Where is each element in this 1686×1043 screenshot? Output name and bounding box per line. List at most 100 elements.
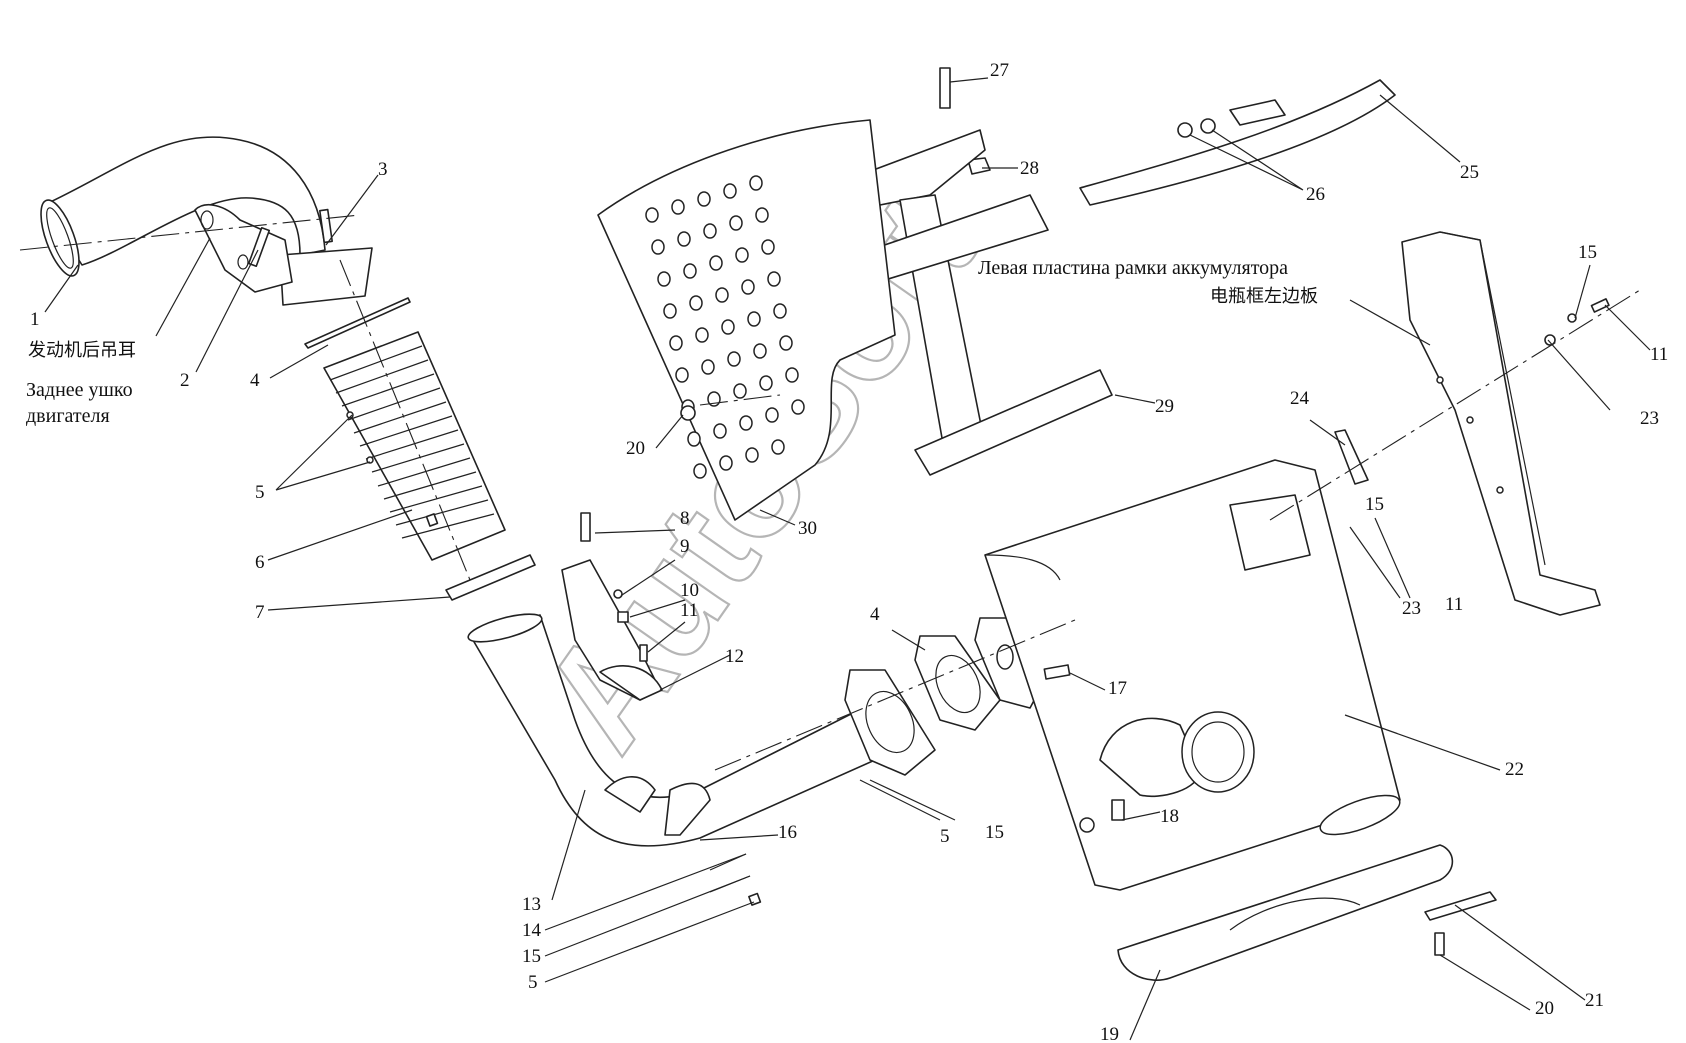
callout-23b: 23 <box>1640 408 1659 429</box>
engine-rear-lifting-eye <box>194 204 293 293</box>
callout-4b: 4 <box>870 604 880 625</box>
washer-9 <box>613 589 623 599</box>
perforation-hole <box>733 383 747 399</box>
bolt-20-lower <box>1434 932 1445 956</box>
callout-5c: 5 <box>940 826 950 847</box>
callout-11: 11 <box>680 600 698 621</box>
perforation-hole <box>709 255 723 271</box>
perforation-hole <box>739 415 753 431</box>
nut-28 <box>967 157 991 175</box>
callout-13: 13 <box>522 894 541 915</box>
callout-6: 6 <box>255 552 265 573</box>
center-line-4 <box>1269 289 1641 521</box>
perforated-heat-shield-30 <box>597 119 896 521</box>
perforation-hole <box>755 207 769 223</box>
lower-exhaust-pipe-13 <box>467 613 876 847</box>
callout-10: 10 <box>680 580 699 601</box>
perforation-hole <box>669 335 683 351</box>
bolt-11 <box>639 644 648 662</box>
perforation-hole <box>729 215 743 231</box>
gasket-21 <box>1424 891 1497 921</box>
bolt-17 <box>1043 664 1071 680</box>
perforation-hole <box>715 287 729 303</box>
callout-11b: 11 <box>1445 594 1463 615</box>
perforation-hole <box>695 327 709 343</box>
perforation-hole <box>771 439 785 455</box>
nut-26b <box>1200 118 1216 134</box>
perforation-hole <box>645 207 659 223</box>
perforation-hole <box>779 335 793 351</box>
callout-15d: 15 <box>1578 242 1597 263</box>
note-lifting-eye-cn: 发动机后吊耳 <box>28 340 136 361</box>
muffler-22 <box>984 459 1401 891</box>
callout-5: 5 <box>255 482 265 503</box>
callout-17: 17 <box>1108 678 1127 699</box>
perforation-hole <box>701 359 715 375</box>
callout-23: 23 <box>1402 598 1421 619</box>
bolt-11-right <box>1590 298 1610 313</box>
bolt-27 <box>939 67 951 109</box>
perforation-hole <box>759 375 773 391</box>
callout-14: 14 <box>522 920 542 941</box>
callout-7: 7 <box>255 602 265 623</box>
perforation-hole <box>713 423 727 439</box>
nut-26a <box>1177 122 1193 138</box>
perforation-hole <box>767 271 781 287</box>
perforation-hole <box>753 343 767 359</box>
leader-lines <box>44 77 1651 1041</box>
center-line-3 <box>714 619 1076 771</box>
callout-15: 15 <box>522 946 541 967</box>
washer-23-right <box>1544 334 1556 346</box>
perforation-hole <box>791 399 805 415</box>
perforation-hole <box>747 311 761 327</box>
bolt-8 <box>580 512 591 542</box>
nut-20-shield <box>680 405 696 421</box>
lower-cover-plate-19 <box>1117 844 1454 981</box>
callout-5b: 5 <box>528 972 538 993</box>
exhaust-elbow-pipe <box>40 136 373 306</box>
washer-15-right <box>1567 313 1577 323</box>
nut-5 <box>748 892 762 906</box>
perforation-hole <box>689 295 703 311</box>
perforation-hole <box>741 279 755 295</box>
perforation-hole <box>735 247 749 263</box>
perforation-hole <box>683 263 697 279</box>
battery-frame-left-plate <box>1401 231 1601 616</box>
callout-24: 24 <box>1290 388 1310 409</box>
perforation-hole <box>721 319 735 335</box>
callout-15c: 15 <box>1365 494 1384 515</box>
callout-18: 18 <box>1160 806 1179 827</box>
perforation-hole <box>727 351 741 367</box>
perforation-hole <box>765 407 779 423</box>
callout-15b: 15 <box>985 822 1004 843</box>
center-line-1 <box>19 214 361 251</box>
perforation-hole <box>749 175 763 191</box>
perforation-hole <box>687 431 701 447</box>
perforation-hole <box>675 367 689 383</box>
bellows-6 <box>323 331 506 561</box>
callout-29: 29 <box>1155 396 1174 417</box>
gasket-4-right <box>914 635 1001 731</box>
perforation-hole <box>723 183 737 199</box>
callout-11c: 11 <box>1650 344 1668 365</box>
perforation-hole <box>773 303 787 319</box>
perforation-hole <box>651 239 665 255</box>
heat-shield-25 <box>1079 79 1396 206</box>
note-battery-plate-cn: 电瓶框左边板 <box>1210 286 1318 307</box>
bracket-assembly-29 <box>859 129 1113 476</box>
callout-21: 21 <box>1585 990 1604 1011</box>
perforation-hole <box>697 191 711 207</box>
center-line-2 <box>339 259 471 581</box>
nut-10 <box>617 611 629 623</box>
callout-27: 27 <box>990 60 1009 81</box>
callout-2: 2 <box>180 370 190 391</box>
perforation-hole <box>745 447 759 463</box>
callout-30: 30 <box>798 518 817 539</box>
perforation-hole <box>785 367 799 383</box>
perforation-hole <box>693 463 707 479</box>
perforation-hole <box>719 455 733 471</box>
bracket-12 <box>561 559 663 701</box>
perforation-hole <box>671 199 685 215</box>
perforation-hole <box>677 231 691 247</box>
